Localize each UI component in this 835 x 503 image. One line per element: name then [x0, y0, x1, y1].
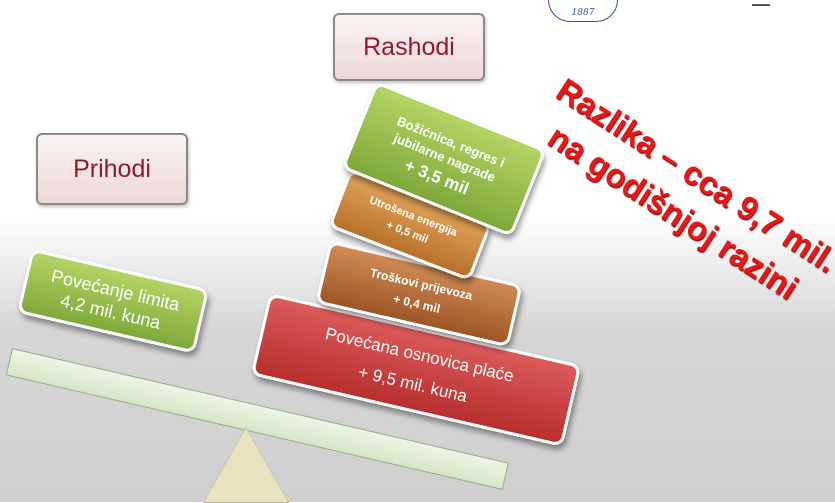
institution-seal-logo: 1887: [548, 0, 618, 22]
prihodi-label: Prihodi: [36, 133, 188, 205]
partner-logo: ▬▬▬: [752, 2, 770, 8]
scale-fulcrum: [204, 428, 288, 502]
rashodi-label: Rashodi: [333, 13, 485, 81]
prihodi-text: Prihodi: [73, 154, 151, 183]
seal-year: 1887: [571, 8, 595, 18]
rashodi-text: Rashodi: [363, 32, 455, 61]
